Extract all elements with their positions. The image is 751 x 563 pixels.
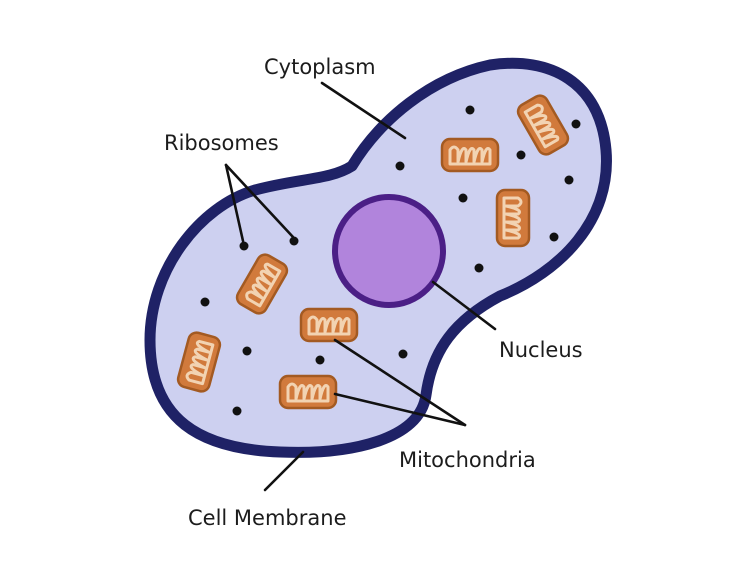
mitochondria-pointer-upper xyxy=(333,338,467,427)
nucleus-pointer xyxy=(431,280,497,331)
ribosomes-label: Ribosomes xyxy=(164,131,279,155)
ribosome xyxy=(315,355,325,365)
ribosome xyxy=(549,232,559,242)
ribosome xyxy=(458,193,468,203)
cell-membrane-label: Cell Membrane xyxy=(188,506,347,530)
ribosome xyxy=(200,297,210,307)
ribosomes-pointer-right xyxy=(224,163,295,239)
ribosome xyxy=(395,161,405,171)
mitochondrion xyxy=(278,374,338,410)
mitochondrion xyxy=(440,137,500,173)
mitochondrion xyxy=(299,307,359,343)
mitochondria-pointer-lower xyxy=(333,392,467,427)
nucleus-label: Nucleus xyxy=(499,338,583,362)
ribosome xyxy=(465,105,475,115)
ribosome xyxy=(239,241,249,251)
nucleus xyxy=(332,194,446,308)
cytoplasm-label: Cytoplasm xyxy=(264,55,376,79)
ribosome xyxy=(564,175,574,185)
pointer-lines xyxy=(224,81,497,492)
mitochondria-label: Mitochondria xyxy=(399,448,536,472)
ribosome xyxy=(289,236,299,246)
ribosome xyxy=(516,150,526,160)
ribosome xyxy=(242,346,252,356)
ribosome xyxy=(571,119,581,129)
mitochondrion xyxy=(495,188,531,248)
cell-membrane-pointer xyxy=(263,450,305,492)
ribosome xyxy=(398,349,408,359)
ribosomes xyxy=(200,105,581,416)
ribosomes-pointer-left xyxy=(224,163,245,243)
ribosome xyxy=(474,263,484,273)
cytoplasm-pointer xyxy=(320,81,407,140)
ribosome xyxy=(232,406,242,416)
